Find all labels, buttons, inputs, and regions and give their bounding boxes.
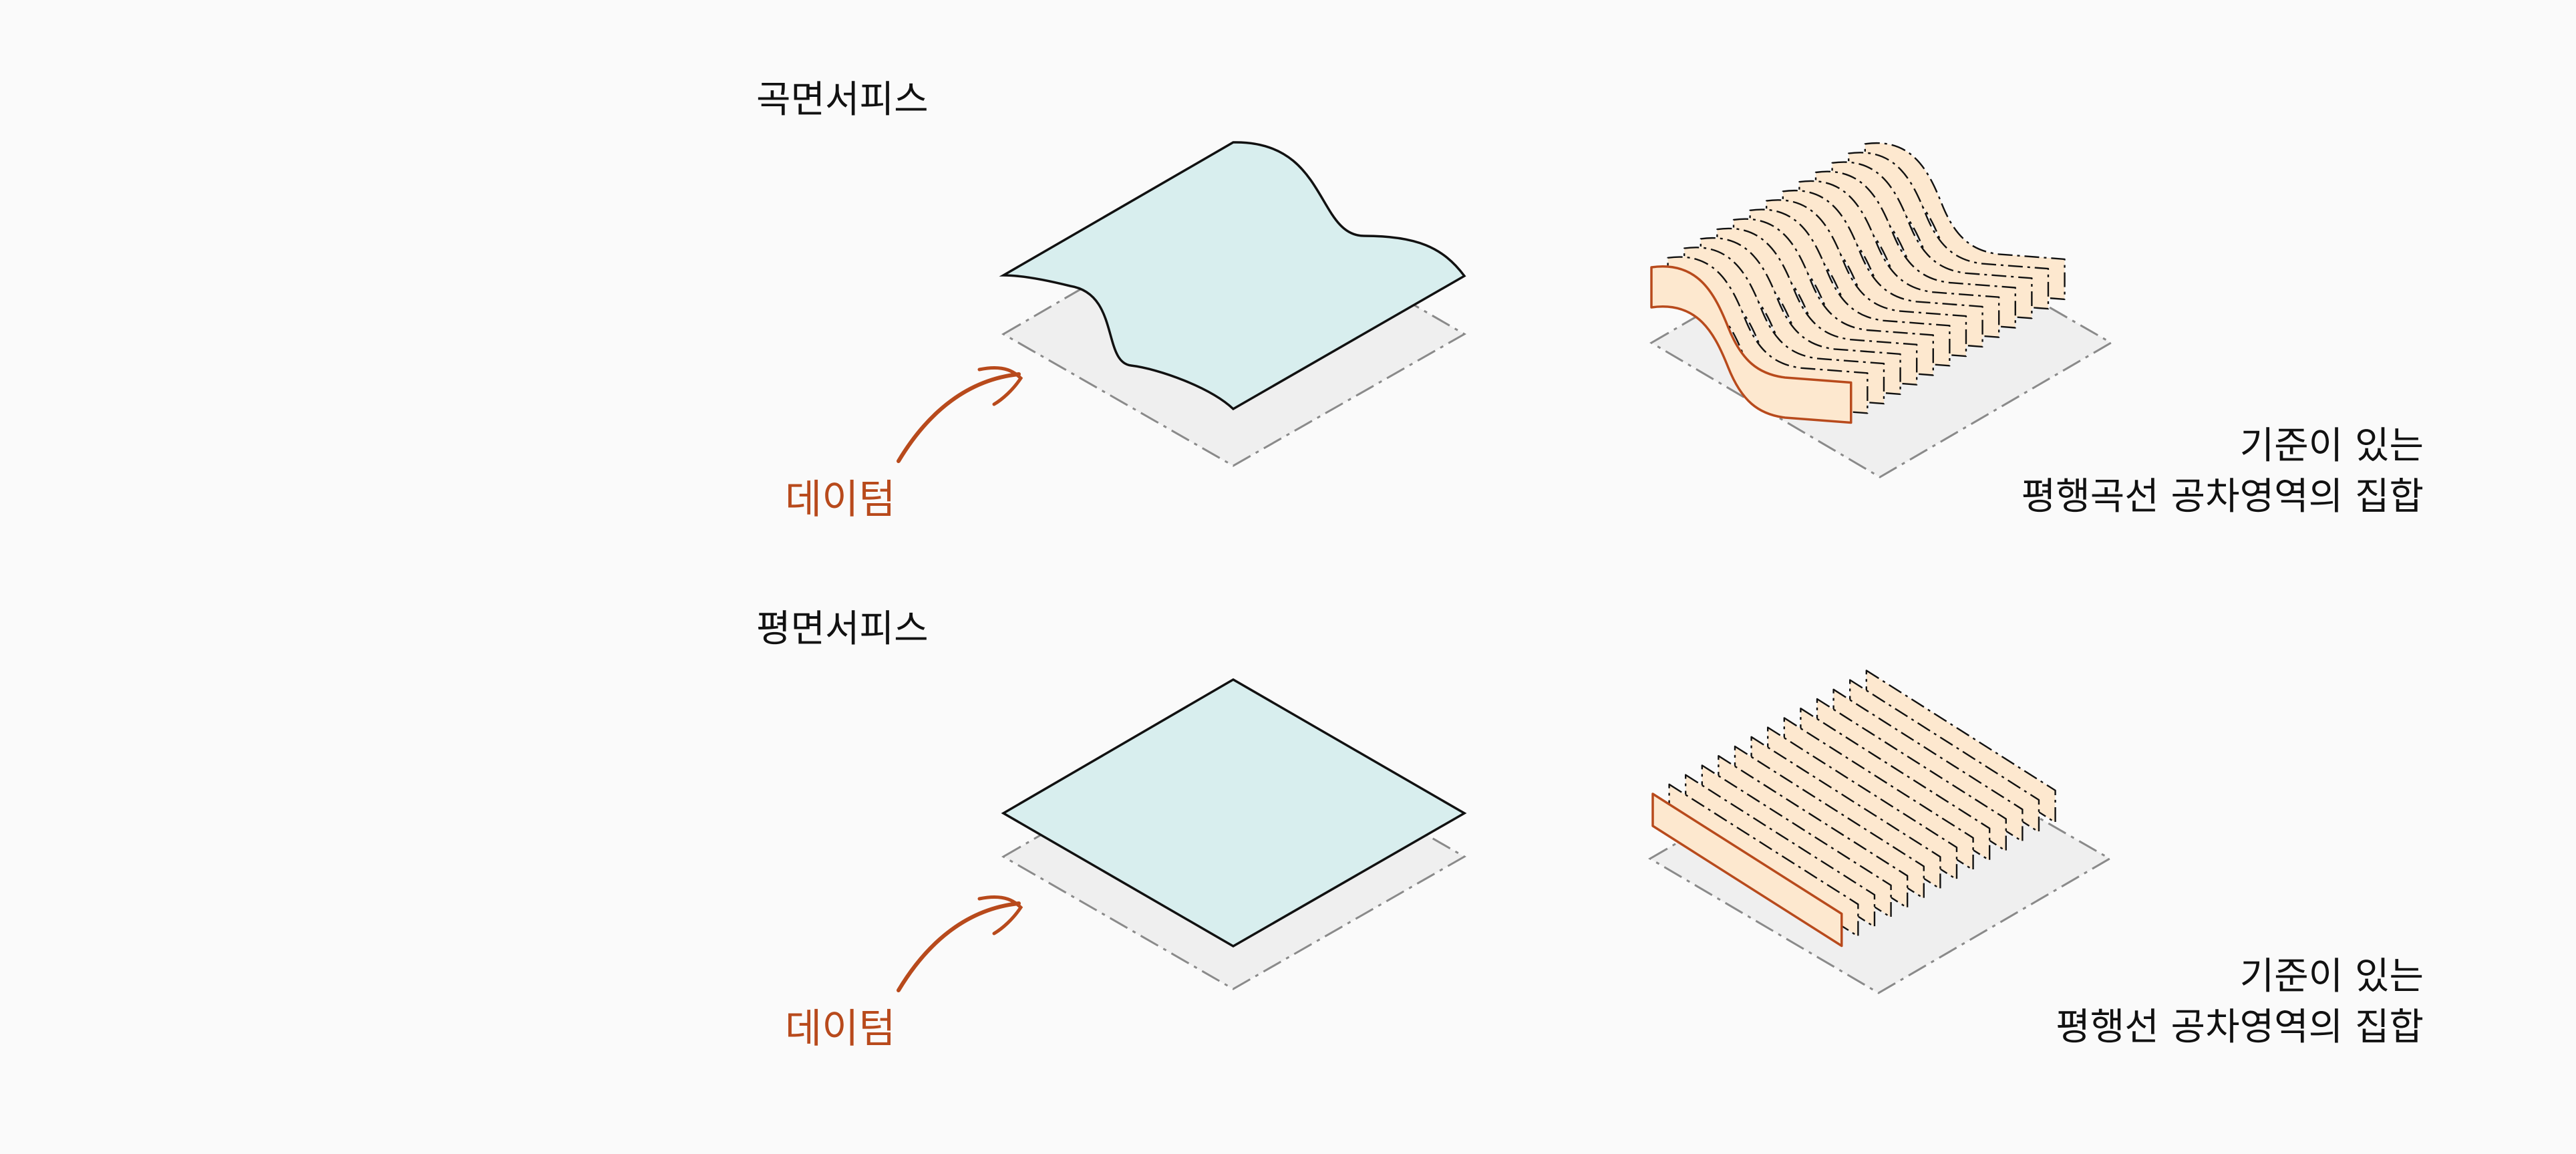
curved-tolerance-zone	[1814, 170, 2016, 329]
curved-tolerance-zone	[1848, 152, 2050, 310]
flat-datum-label: 데이텀	[785, 1006, 896, 1052]
curved-tolerance-zone	[1766, 199, 1967, 357]
curved-description-line2: 평행곡선 공차영역의 집합	[2022, 475, 2424, 519]
curved-surface	[999, 141, 1466, 411]
curved-datum-label: 데이텀	[785, 476, 896, 523]
curved-tolerance-zone	[1650, 265, 1853, 424]
flat-surface-title: 평면서피스	[756, 607, 929, 651]
flat-surface-section: 평면서피스 데이텀 기준이 있는 평행선 공차영역의 집합	[756, 607, 2424, 1052]
curved-surface-title: 곡면서피스	[756, 78, 929, 122]
curved-tolerance-zone	[1798, 180, 2000, 338]
flat-tolerance-zones	[1651, 670, 2056, 948]
curved-arrow-icon	[897, 372, 1021, 463]
flat-description-line2: 평행선 공차영역의 집합	[2056, 1006, 2424, 1049]
curved-tolerance-zone	[1749, 208, 1951, 367]
flat-tolerance-zone	[1651, 792, 1843, 948]
curved-tolerance-zone	[1716, 227, 1918, 386]
curved-tolerance-zones	[1650, 142, 2066, 424]
flat-surface	[1001, 678, 1467, 948]
curved-tolerance-zone	[1700, 237, 1901, 396]
curved-tolerance-zone	[1782, 189, 1983, 348]
curved-description-line1: 기준이 있는	[2240, 424, 2424, 468]
curved-tolerance-zone	[1864, 142, 2066, 301]
flat-description-line1: 기준이 있는	[2240, 955, 2424, 998]
curved-arrow-icon	[897, 901, 1021, 992]
curved-tolerance-zone	[1683, 247, 1885, 405]
curved-tolerance-zone	[1667, 256, 1869, 414]
curved-tolerance-zone	[1732, 218, 1934, 376]
curved-arrow-icon	[977, 366, 1023, 406]
curved-surface-section: 곡면서피스 데이텀 기준이 있는 평행곡선 공차영역의 집합	[756, 78, 2424, 523]
curved-arrow-icon	[977, 895, 1023, 935]
curved-tolerance-zone	[1831, 161, 2033, 319]
